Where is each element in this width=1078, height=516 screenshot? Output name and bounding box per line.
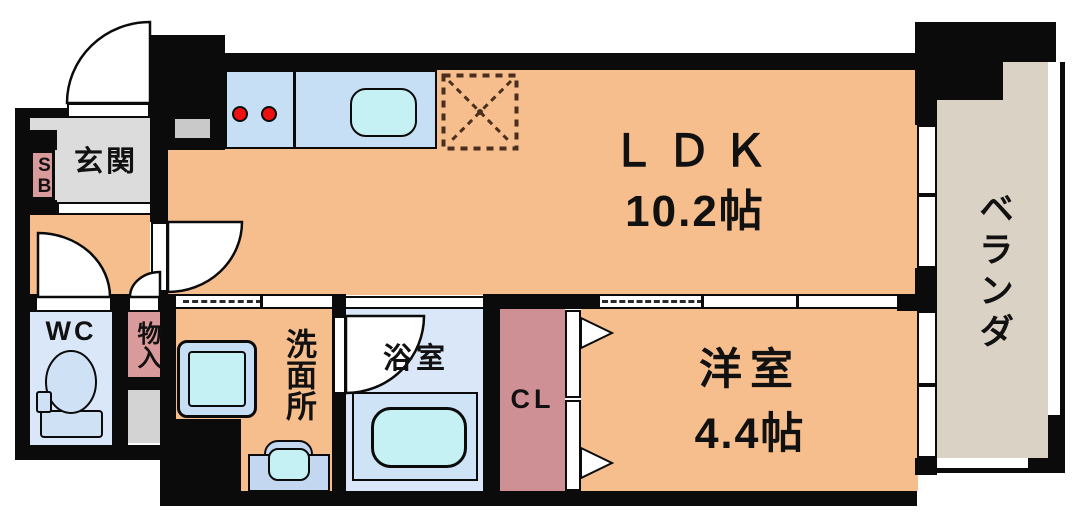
kitchen-sink	[350, 88, 417, 137]
shoe-box-label: SB	[34, 155, 55, 197]
closet-floor	[500, 309, 565, 492]
washroom-label: 洗面所	[281, 327, 316, 421]
veranda-label: ベランダ	[974, 190, 1013, 354]
wall-washroom-left	[160, 294, 176, 506]
sliding-door-washroom	[176, 294, 332, 309]
wc-label: WC	[45, 316, 97, 346]
veranda-bottom-border	[937, 468, 1065, 473]
wc-door-leaf	[35, 296, 112, 312]
wall-ldk-bedroom-right	[897, 294, 915, 311]
entrance-label: 玄関	[73, 146, 138, 178]
veranda-window-upper	[917, 125, 937, 268]
wall-closet-top	[483, 294, 600, 309]
bathtub	[371, 407, 467, 468]
wall-bottom	[160, 491, 917, 506]
wall-hall-ldk	[150, 118, 168, 222]
wall-left	[15, 108, 30, 460]
bathroom-top-band	[346, 296, 483, 309]
shoe-box	[30, 150, 55, 200]
wall-wc-bottom	[15, 445, 176, 460]
wall-veranda-top-right	[1003, 22, 1056, 62]
closet-door-leaf-top	[565, 310, 581, 398]
ldk-size-label: 10.2帖	[625, 187, 765, 236]
duct-space	[173, 117, 212, 140]
wall-window-bottom-block	[915, 458, 937, 475]
bedroom-size-label: 4.4帖	[694, 410, 806, 458]
sliding-track-dash	[183, 300, 262, 303]
bedroom-label: 洋室	[699, 346, 801, 394]
wall-veranda-top-mass	[915, 22, 1003, 100]
wall-wc-storage	[112, 294, 128, 445]
wall-window-top-block	[915, 100, 937, 125]
wall-entrance-top	[15, 108, 67, 118]
window-divider-tick	[919, 383, 935, 387]
ldk-label: ＬＤＫ	[611, 127, 779, 176]
wall-storage-divider	[128, 377, 160, 390]
bedroom-floor	[581, 309, 918, 491]
entrance-step	[57, 202, 152, 215]
bathroom-label: 浴室	[382, 343, 449, 375]
veranda-corner-bracket-h	[1028, 458, 1065, 473]
entrance-door-swing	[65, 20, 152, 105]
bathroom-door-leaf	[333, 316, 346, 394]
washbasin-bowl	[268, 448, 310, 481]
sliding-divider-tick	[701, 296, 704, 307]
kitchen-counter-divider	[293, 70, 296, 149]
ldk-door-leaf	[151, 222, 168, 292]
storage-label: 物入	[133, 321, 160, 369]
sliding-track-dash	[602, 300, 703, 303]
window-divider-tick	[919, 193, 935, 197]
sliding-divider-tick	[260, 296, 263, 307]
veranda-window-lower	[917, 311, 937, 458]
storage-door-leaf	[128, 296, 160, 312]
wall-window-mid-block	[915, 268, 937, 311]
sliding-door-bedroom	[600, 294, 897, 309]
wall-sb-bottom-block	[30, 200, 57, 215]
wall-top	[150, 53, 937, 70]
wall-bathroom-right	[483, 294, 500, 506]
veranda-right-border	[1060, 62, 1065, 473]
storage-floor	[128, 312, 160, 377]
sliding-divider-tick	[796, 296, 799, 307]
storage-lower-box	[128, 390, 160, 443]
wall-sb-top-block	[30, 130, 57, 150]
veranda-floor	[937, 62, 1048, 458]
washing-machine-pan	[188, 351, 246, 407]
entrance-door-leaf	[67, 103, 150, 118]
hallway-floor	[30, 215, 150, 295]
closet-door-leaf-bottom	[565, 400, 581, 491]
closet-label: CL	[510, 384, 555, 414]
